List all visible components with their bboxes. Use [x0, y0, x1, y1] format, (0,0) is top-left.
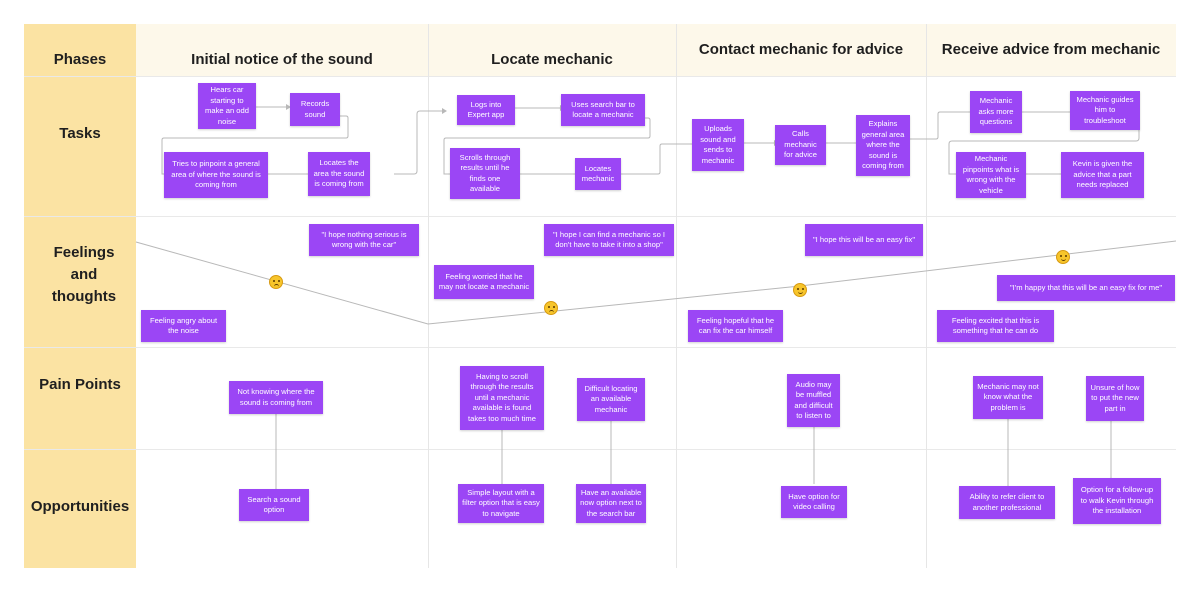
thought-note[interactable]: "I hope this will be an easy fix"	[805, 224, 923, 256]
opportunity-note[interactable]: Have option for video calling	[781, 486, 847, 518]
divider	[24, 76, 1176, 77]
divider	[676, 24, 677, 568]
row-label-opportunities: Opportunities	[30, 498, 130, 515]
divider	[428, 24, 429, 568]
grinning-face-icon	[1056, 250, 1070, 264]
divider	[926, 24, 927, 568]
task-note[interactable]: Mechanic pinpoints what is wrong with th…	[956, 152, 1026, 198]
task-note[interactable]: Hears car starting to make an odd noise	[198, 83, 256, 129]
pain-point-note[interactable]: Mechanic may not know what the problem i…	[973, 376, 1043, 419]
task-note[interactable]: Tries to pinpoint a general area of wher…	[164, 152, 268, 198]
opportunity-note[interactable]: Have an available now option next to the…	[576, 484, 646, 523]
task-note[interactable]: Locates the area the sound is coming fro…	[308, 152, 370, 196]
pain-point-note[interactable]: Unsure of how to put the new part in	[1086, 376, 1144, 421]
opportunity-note[interactable]: Search a sound option	[239, 489, 309, 521]
task-note[interactable]: Kevin is given the advice that a part ne…	[1061, 152, 1144, 198]
task-note[interactable]: Mechanic asks more questions	[970, 91, 1022, 133]
task-note[interactable]: Explains general area where the sound is…	[856, 115, 910, 176]
pain-point-note[interactable]: Audio may be muffled and difficult to li…	[787, 374, 840, 427]
task-note[interactable]: Scrolls through results until he finds o…	[450, 148, 520, 199]
divider	[24, 216, 1176, 217]
task-note[interactable]: Calls mechanic for advice	[775, 125, 826, 165]
angry-face-icon	[269, 275, 283, 289]
worried-face-icon	[544, 301, 558, 315]
phase-title-contact-mechanic: Contact mechanic for advice	[698, 41, 904, 58]
divider	[24, 347, 1176, 348]
pain-point-note[interactable]: Difficult locating an available mechanic	[577, 378, 645, 421]
opportunity-note[interactable]: Option for a follow-up to walk Kevin thr…	[1073, 478, 1161, 524]
phase-title-locate-mechanic: Locate mechanic	[491, 51, 613, 68]
feeling-note[interactable]: Feeling worried that he may not locate a…	[434, 265, 534, 299]
smiling-face-icon	[793, 283, 807, 297]
pain-point-note[interactable]: Not knowing where the sound is coming fr…	[229, 381, 323, 414]
task-note[interactable]: Mechanic guides him to troubleshoot	[1070, 91, 1140, 130]
phase-title-initial-notice: Initial notice of the sound	[191, 51, 373, 68]
task-note[interactable]: Records sound	[290, 93, 340, 126]
task-note[interactable]: Locates mechanic	[575, 158, 621, 190]
thought-note[interactable]: "I hope I can find a mechanic so I don't…	[544, 224, 674, 256]
thought-note[interactable]: "I'm happy that this will be an easy fix…	[997, 275, 1175, 301]
opportunity-note[interactable]: Simple layout with a filter option that …	[458, 484, 544, 523]
row-label-column	[24, 24, 136, 568]
thought-note[interactable]: "I hope nothing serious is wrong with th…	[309, 224, 419, 256]
task-note[interactable]: Uses search bar to locate a mechanic	[561, 94, 645, 126]
task-note[interactable]: Uploads sound and sends to mechanic	[692, 119, 744, 171]
pain-point-note[interactable]: Having to scroll through the results unt…	[460, 366, 544, 430]
row-label-tasks: Tasks	[59, 125, 101, 142]
phase-title-receive-advice: Receive advice from mechanic	[941, 41, 1161, 58]
row-label-pain-points: Pain Points	[39, 376, 121, 393]
feeling-note[interactable]: Feeling angry about the noise	[141, 310, 226, 342]
feeling-note[interactable]: Feeling hopeful that he can fix the car …	[688, 310, 783, 342]
journey-map-board: Phases Initial notice of the sound Locat…	[24, 24, 1176, 568]
task-note[interactable]: Logs into Expert app	[457, 95, 515, 125]
feeling-note[interactable]: Feeling excited that this is something t…	[937, 310, 1054, 342]
divider	[24, 449, 1176, 450]
row-label-feelings: Feelings and thoughts	[51, 244, 117, 305]
phase-header-label: Phases	[53, 51, 107, 68]
phase-header-row	[136, 24, 1176, 76]
opportunity-note[interactable]: Ability to refer client to another profe…	[959, 486, 1055, 519]
